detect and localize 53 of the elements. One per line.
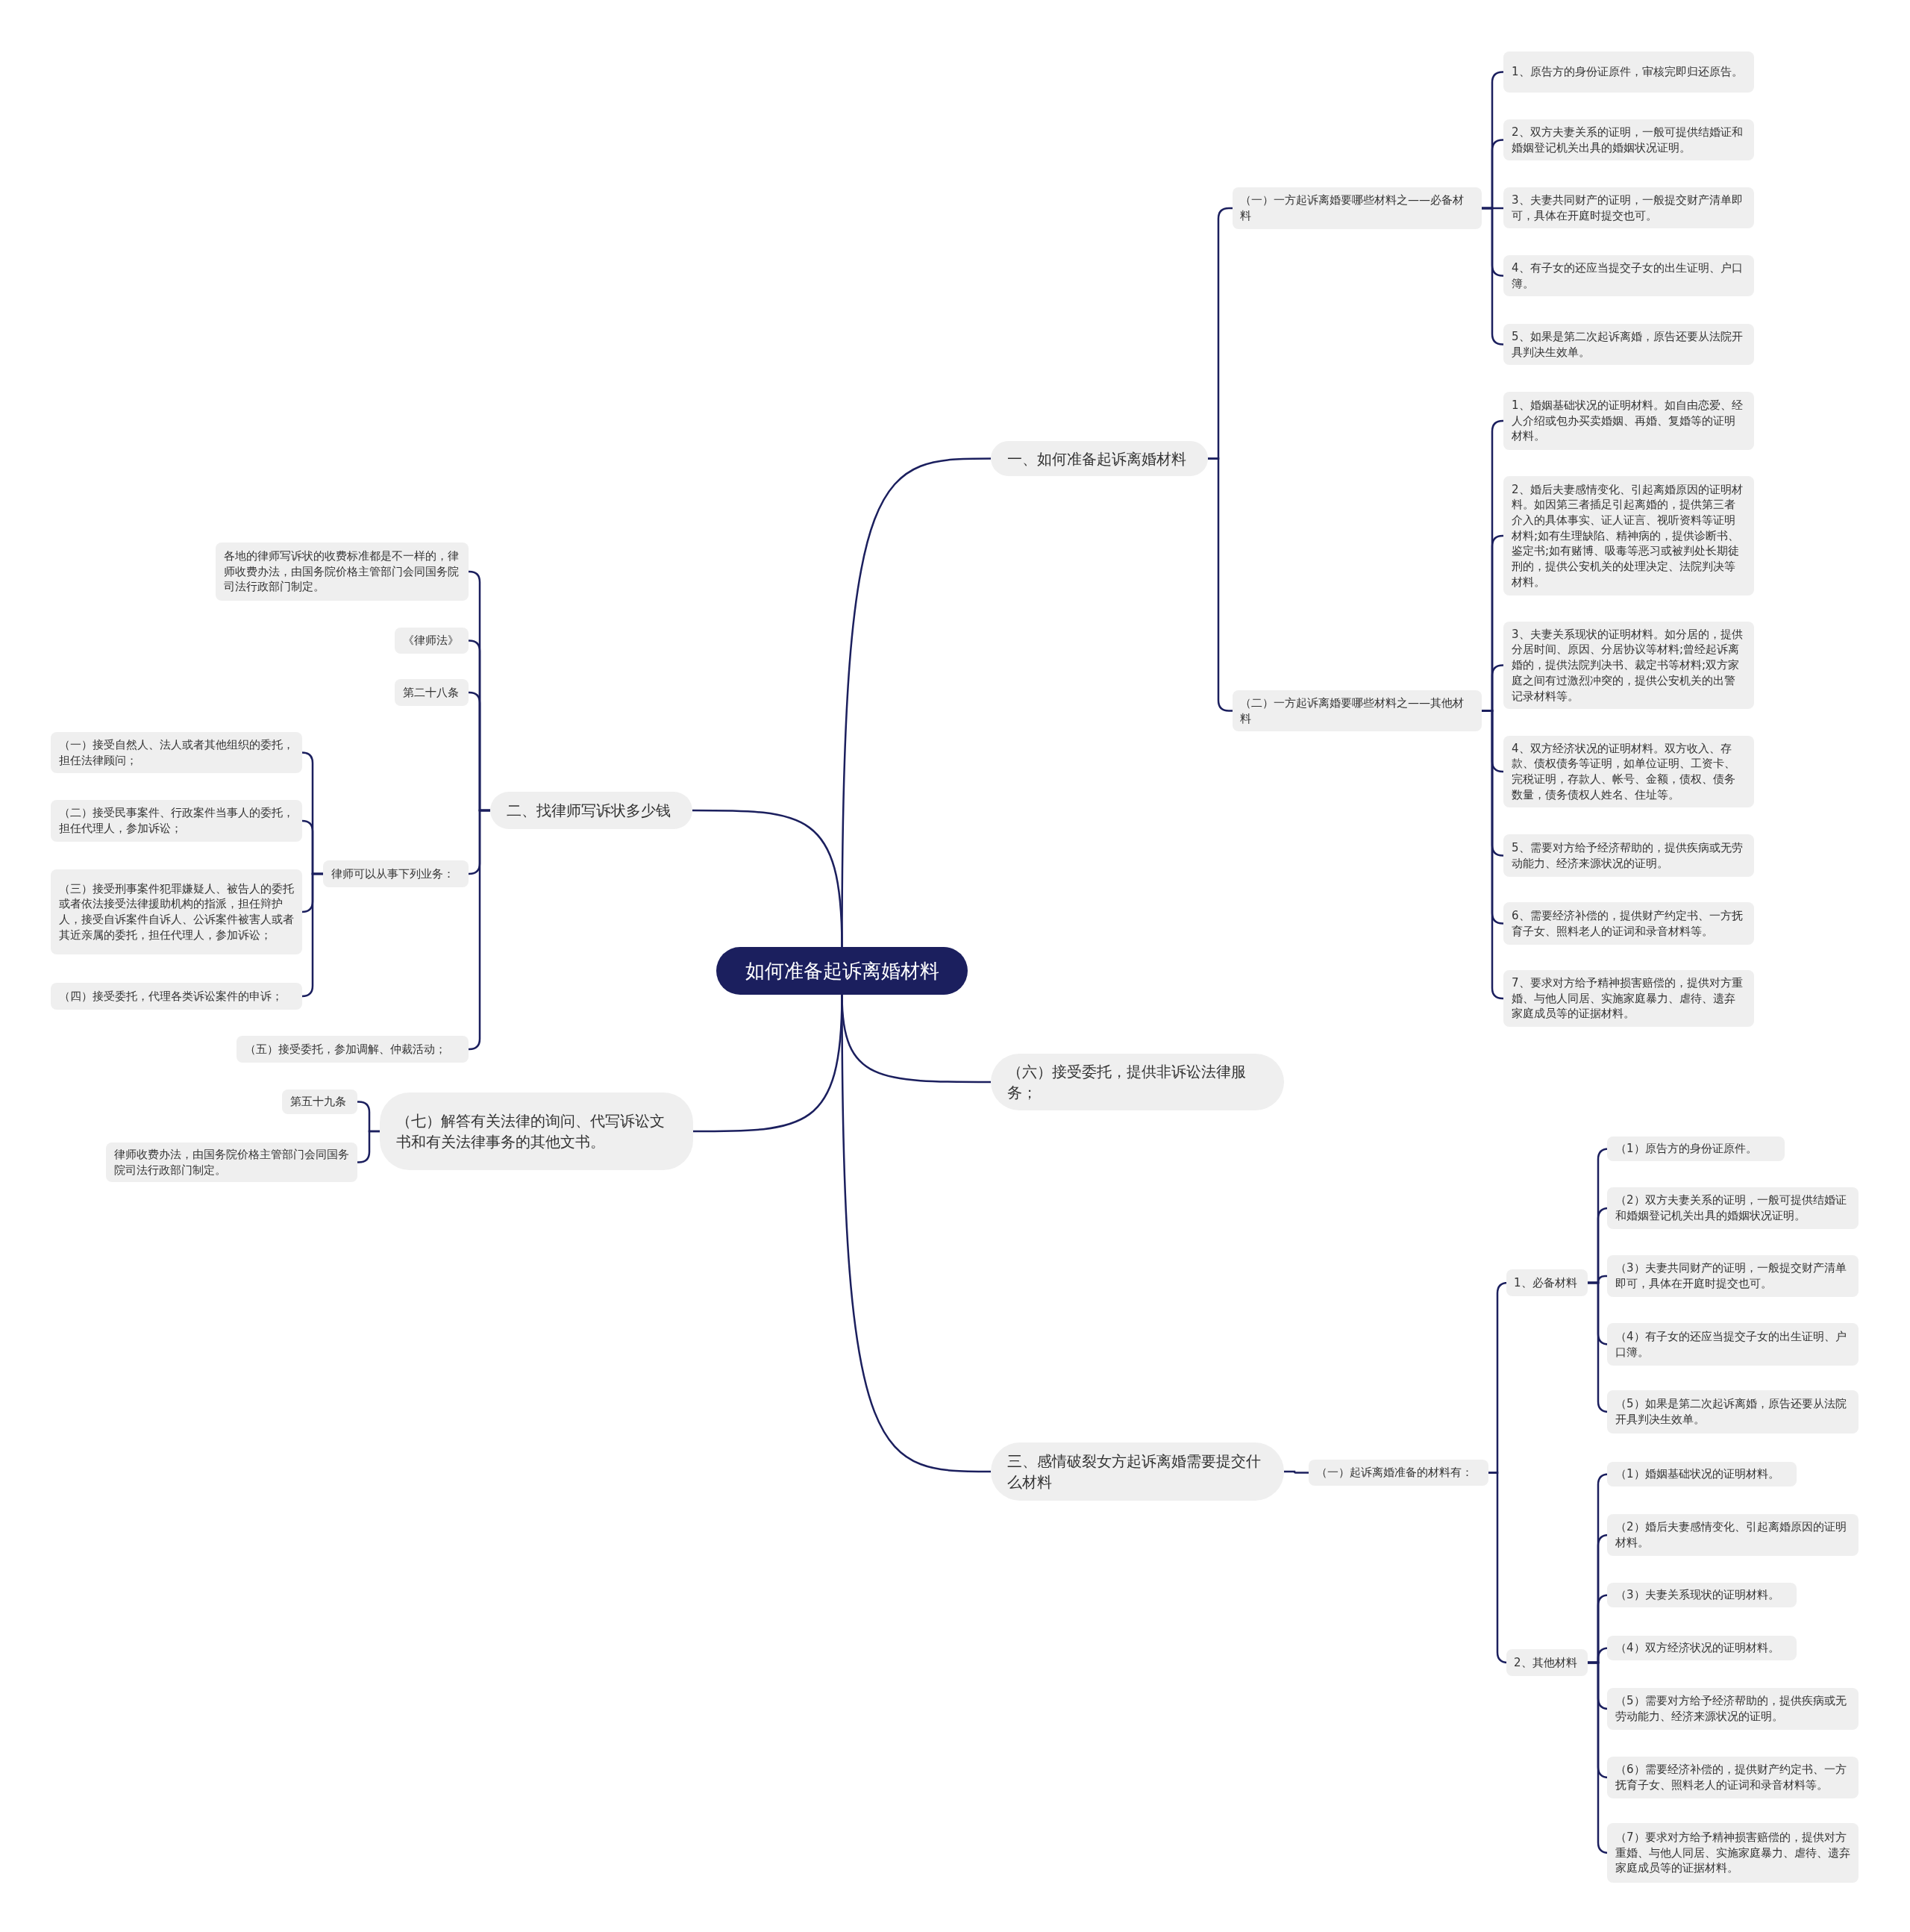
leaf-box: 4、双方经济状况的证明材料。双方收入、存款、债权债务等证明，如单位证明、工资卡、完税证明，存款人、帐号、金额，债权、债务数量，债务债权人姓名、住址等。 <box>1503 736 1754 807</box>
connector-line <box>1482 710 1504 1000</box>
leaf-box: （四）接受委托，代理各类诉讼案件的申诉； <box>51 983 302 1010</box>
branch-topic: 二、找律师写诉状多少钱 <box>490 792 692 829</box>
leaf-box: 6、需要经济补偿的，提供财产约定书、一方抚育子女、照料老人的证词和录音材料等。 <box>1503 902 1754 945</box>
leaf-box: 5、如果是第二次起诉离婚，原告还要从法院开具判决生效单。 <box>1503 324 1754 365</box>
leaf-box: 第五十九条 <box>282 1090 357 1114</box>
leaf-box: 各地的律师写诉状的收费标准都是不一样的，律师收费办法，由国务院价格主管部门会同国务院司法行政部门制定。 <box>216 543 469 601</box>
leaf-box: 1、婚姻基础状况的证明材料。如自由恋爱、经人介绍或包办买卖婚姻、再婚、复婚等的证明材料。 <box>1503 392 1754 450</box>
connector-line <box>1284 1470 1309 1474</box>
leaf-box: 律师收费办法，由国务院价格主管部门会同国务院司法行政部门制定。 <box>106 1142 357 1183</box>
leaf-box: 律师可以从事下列业务： <box>323 860 469 887</box>
leaf-box: 《律师法》 <box>395 628 469 654</box>
leaf-box: （5）如果是第二次起诉离婚，原告还要从法院开具判决生效单。 <box>1607 1390 1859 1434</box>
leaf-box: 1、原告方的身份证原件，审核完即归还原告。 <box>1503 51 1754 93</box>
subtopic-box: 1、必备材料 <box>1506 1269 1588 1296</box>
leaf-box: 3、夫妻关系现状的证明材料。如分居的，提供分居时间、原因、分居协议等材料;曾经起诉离婚的，提供法院判决书、裁定书等材料;双方家庭之间有过激烈冲突的，提供公安机关的出警记录材料等。 <box>1503 622 1754 709</box>
leaf-box: （1）原告方的身份证原件。 <box>1607 1137 1785 1161</box>
connector-line <box>357 1130 380 1163</box>
subtopic-box: 2、其他材料 <box>1506 1649 1588 1676</box>
leaf-box: 3、夫妻共同财产的证明，一般提交财产清单即可，具体在开庭时提交也可。 <box>1503 187 1754 228</box>
connector-line <box>301 872 323 998</box>
branch-topic: 一、如何准备起诉离婚材料 <box>991 441 1208 476</box>
leaf-box: （4）双方经济状况的证明材料。 <box>1607 1636 1797 1660</box>
leaf-box: （2）双方夫妻关系的证明，一般可提供结婚证和婚姻登记机关出具的婚姻状况证明。 <box>1607 1187 1859 1229</box>
leaf-box: （一）接受自然人、法人或者其他组织的委托，担任法律顾问； <box>51 732 302 773</box>
leaf-box: （3）夫妻共同财产的证明，一般提交财产清单即可，具体在开庭时提交也可。 <box>1607 1255 1859 1297</box>
leaf-box: 4、有子女的还应当提交子女的出生证明、户口簿。 <box>1503 255 1754 296</box>
subtopic-box: （一）起诉离婚准备的材料有： <box>1309 1460 1488 1486</box>
leaf-box: （二）接受民事案件、行政案件当事人的委托，担任代理人，参加诉讼； <box>51 800 302 842</box>
leaf-box: （7）要求对方给予精神损害赔偿的，提供对方重婚、与他人同居、实施家庭暴力、虐待、遗弃家庭成员等的证据材料。 <box>1607 1823 1859 1883</box>
leaf-box: 第二十八条 <box>395 679 469 706</box>
leaf-box: 2、双方夫妻关系的证明，一般可提供结婚证和婚姻登记机关出具的婚姻状况证明。 <box>1503 119 1754 160</box>
branch-topic: （六）接受委托，提供非诉讼法律服务； <box>991 1054 1284 1110</box>
subtopic-box: （二）一方起诉离婚要哪些材料之——其他材料 <box>1233 690 1482 731</box>
leaf-box: （五）接受委托，参加调解、仲裁活动； <box>237 1036 469 1063</box>
leaf-box: 2、婚后夫妻感情变化、引起离婚原因的证明材料。如因第三者插足引起离婚的，提供第三者介入的具体事实、证人证言、视听资料等证明材料;如有生理缺陷、精神病的，提供诊断书、鉴定书;如有赌博、吸毒等恶习或被判处长期徒刑的，提供公安机关的处理决定、法院判决等材料。 <box>1503 476 1754 595</box>
leaf-box: 5、需要对方给予经济帮助的，提供疾病或无劳动能力、经济来源状况的证明。 <box>1503 834 1754 877</box>
central-topic: 如何准备起诉离婚材料 <box>716 947 968 995</box>
leaf-box: （4）有子女的还应当提交子女的出生证明、户口簿。 <box>1607 1323 1859 1366</box>
branch-topic: 三、感情破裂女方起诉离婚需要提交什么材料 <box>991 1442 1284 1501</box>
leaf-box: 7、要求对方给予精神损害赔偿的，提供对方重婚、与他人同居、实施家庭暴力、虐待、遗弃家庭成员等的证据材料。 <box>1503 970 1754 1027</box>
subtopic-box: （一）一方起诉离婚要哪些材料之——必备材料 <box>1233 187 1482 229</box>
connector-line <box>692 809 843 948</box>
branch-topic: （七）解答有关法律的询问、代写诉讼文书和有关法律事务的其他文书。 <box>380 1092 693 1170</box>
leaf-box: （3）夫妻关系现状的证明材料。 <box>1607 1583 1797 1607</box>
leaf-box: （6）需要经济补偿的，提供财产约定书、一方抚育子女、照料老人的证词和录音材料等。 <box>1607 1757 1859 1798</box>
connector-line <box>841 995 991 1473</box>
leaf-box: （1）婚姻基础状况的证明材料。 <box>1607 1462 1797 1486</box>
leaf-box: （三）接受刑事案件犯罪嫌疑人、被告人的委托或者依法接受法律援助机构的指派，担任辩护人，接受自诉案件自诉人、公诉案件被害人或者其近亲属的委托，担任代理人，参加诉讼； <box>51 869 302 954</box>
connector-line <box>1482 207 1504 346</box>
leaf-box: （5）需要对方给予经济帮助的，提供疾病或无劳动能力、经济来源状况的证明。 <box>1607 1688 1859 1730</box>
leaf-box: （2）婚后夫妻感情变化、引起离婚原因的证明材料。 <box>1607 1514 1859 1556</box>
